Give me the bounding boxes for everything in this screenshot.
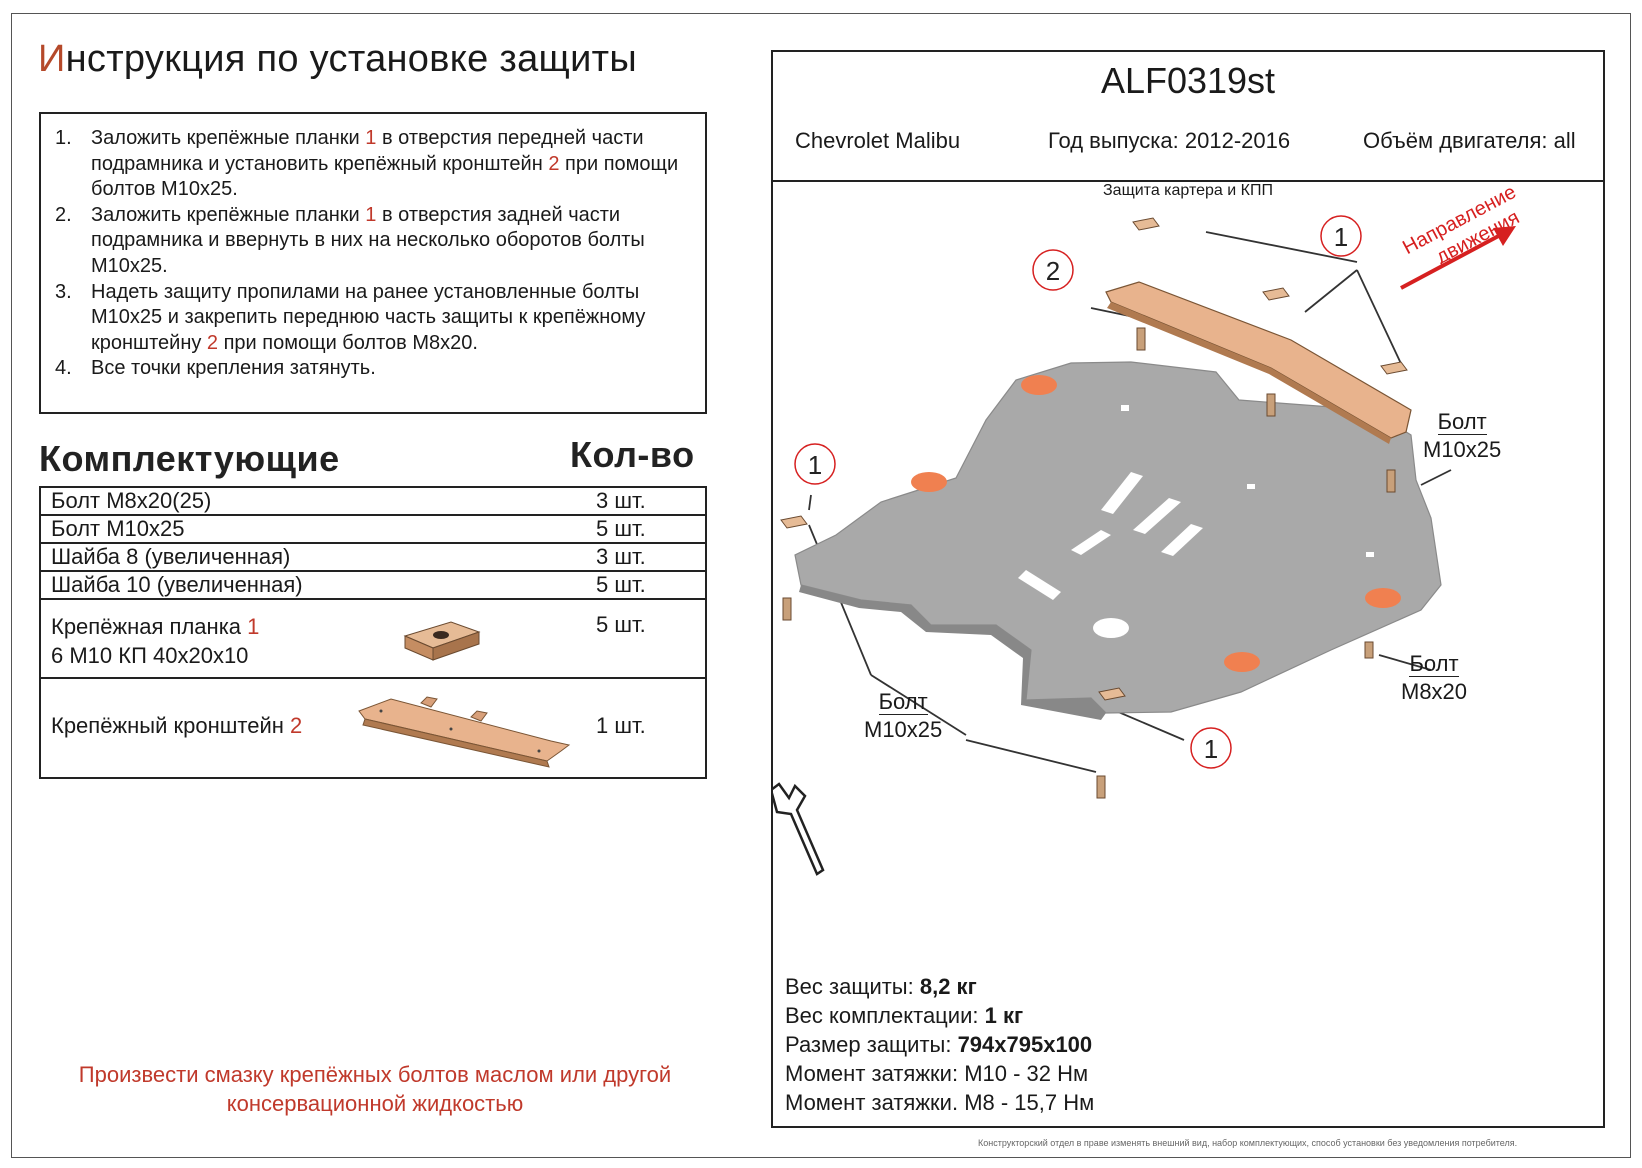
part-name: Болт М8х20(25): [51, 488, 212, 513]
model-code: ALF0319st: [1100, 60, 1276, 101]
instruction-step: 1.Заложить крепёжные планки 1 в отверсти…: [55, 127, 679, 201]
qty-heading: Кол-во: [570, 434, 695, 475]
part-name: Шайба 10 (увеличенная): [51, 572, 303, 597]
parts-row: Шайба 10 (увеличенная) 5 шт.: [41, 572, 705, 600]
size-row: Размер защиты: 794х795х100: [785, 1032, 1093, 1057]
skid-plate: [794, 361, 1442, 720]
torque-row: Момент затяжки. М8 - 15,7 Нм: [785, 1090, 1095, 1115]
mounting-plate-image: [403, 621, 481, 661]
callout-1-label: 1: [1334, 222, 1348, 252]
engine-volume: Объём двигателя: all: [1363, 128, 1576, 153]
part-qty: 3 шт.: [596, 544, 646, 569]
header-divider: [773, 180, 1603, 182]
part-name: Крепёжный кронштейн 2: [51, 713, 303, 738]
part-name: Крепёжная планка 1 6 М10 КП 40х20х10: [51, 614, 260, 668]
instruction-step: 3.Надеть защиту пропилами на ранее устан…: [55, 280, 646, 354]
mounting-bracket: [1105, 281, 1412, 444]
parts-row: Болт М8х20(25) 3 шт.: [41, 488, 705, 516]
parts-row: Крепёжный кронштейн 2 1 шт.: [41, 679, 705, 777]
page-title: Инструкция по установке защиты: [38, 38, 637, 80]
production-years: Год выпуска: 2012-2016: [1048, 128, 1291, 153]
callout-1-label: 1: [808, 450, 822, 480]
instruction-step: 4.Все точки крепления затянуть.: [55, 357, 376, 380]
diagram-drawing: 1 2 1 1 Направление движения: [771, 181, 1523, 876]
weight-row: Вес защиты: 8,2 кг: [785, 974, 977, 999]
callout-1-label: 1: [1204, 734, 1218, 764]
wrench-icon: [771, 782, 825, 876]
mounting-bracket-image: [358, 696, 571, 768]
car-model: Chevrolet Malibu: [795, 128, 961, 153]
part-qty: 3 шт.: [596, 488, 646, 513]
kit-weight-row: Вес комплектации: 1 кг: [785, 1003, 1024, 1028]
part-qty: 5 шт.: [596, 572, 646, 597]
parts-row: Крепёжная планка 1 6 М10 КП 40х20х10 5 ш…: [41, 600, 705, 679]
spec-panel: ALF0319st Chevrolet Malibu Год выпуска: …: [771, 50, 1605, 1128]
parts-row: Шайба 8 (увеличенная) 3 шт.: [41, 544, 705, 572]
parts-row: Болт М10х25 5 шт.: [41, 516, 705, 544]
specs-list: Вес защиты: 8,2 кг Вес комплектации: 1 к…: [785, 972, 1094, 1117]
diagram-subtitle: Защита картера и КПП: [1103, 182, 1273, 199]
direction-arrow: [1400, 226, 1516, 290]
lubrication-note: Произвести смазку крепёжных болтов масло…: [78, 1062, 672, 1116]
part-name: Болт М10х25: [51, 516, 185, 541]
footnote: Конструкторский отдел в праве изменять в…: [978, 1138, 1518, 1148]
torque-row: Момент затяжки: М10 - 32 Нм: [785, 1061, 1089, 1086]
instruction-step: 2.Заложить крепёжные планки 1 в отверсти…: [55, 203, 645, 277]
part-qty: 5 шт.: [596, 612, 646, 637]
page-frame: [11, 13, 1631, 1158]
parts-heading: Комплектующие: [39, 438, 340, 479]
callout-2-label: 2: [1046, 256, 1060, 286]
part-qty: 1 шт.: [596, 713, 646, 738]
instructions-list: 1.Заложить крепёжные планки 1 в отверсти…: [55, 126, 705, 382]
parts-table: Болт М8х20(25) 3 шт. Болт М10х25 5 шт. Ш…: [39, 486, 707, 779]
part-qty: 5 шт.: [596, 516, 646, 541]
instructions-box: 1.Заложить крепёжные планки 1 в отверсти…: [39, 112, 707, 414]
part-name: Шайба 8 (увеличенная): [51, 544, 291, 569]
